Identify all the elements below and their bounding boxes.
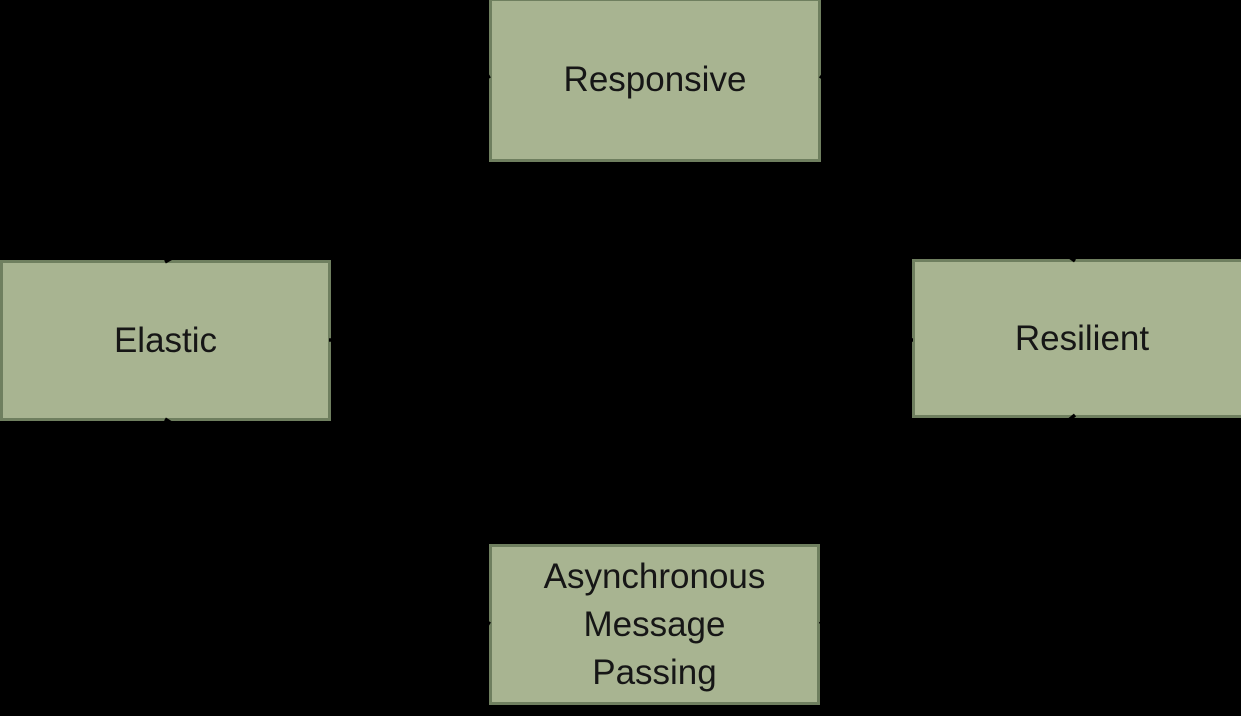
node-async: Asynchronous Message Passing	[489, 544, 820, 705]
connector-resilient-responsive	[818, 74, 1077, 263]
node-async-label: Asynchronous Message Passing	[543, 556, 766, 692]
node-responsive-label: Responsive	[563, 60, 747, 99]
connector-elastic-responsive	[164, 74, 491, 264]
node-elastic-label: Elastic	[113, 320, 218, 360]
connector-async-resilient	[818, 413, 1077, 626]
node-resilient-label: Resilient	[1014, 318, 1150, 358]
connector-async-elastic	[164, 417, 491, 626]
node-resilient: Resilient	[912, 259, 1241, 418]
node-responsive: Responsive	[489, 0, 821, 162]
node-elastic: Elastic	[0, 260, 331, 421]
